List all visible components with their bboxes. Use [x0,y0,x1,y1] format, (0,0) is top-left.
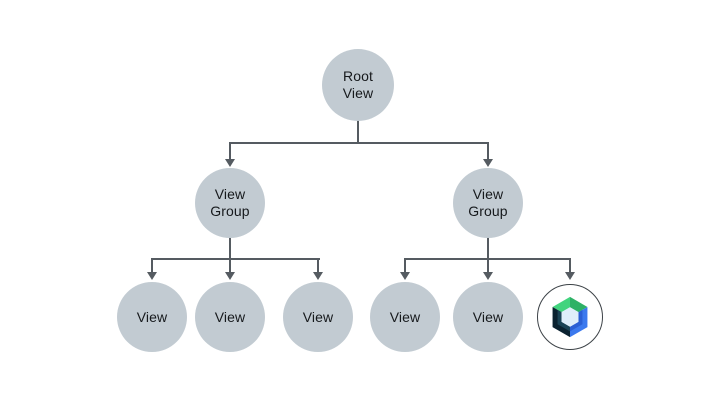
connector-line [228,141,232,160]
arrowhead-down-icon [482,271,493,280]
node-view-group-right: View Group [453,168,523,238]
node-root-view: Root View [322,49,394,121]
connector-line [228,257,232,273]
node-view-leaf: View [283,282,353,352]
jetpack-compose-icon [547,294,593,340]
node-jetpack-compose [537,284,603,350]
node-view-group-left: View Group [195,168,265,238]
arrowhead-down-icon [399,271,410,280]
arrowhead-down-icon [482,158,493,167]
arrowhead-down-icon [224,158,235,167]
connector-line [568,257,572,273]
connector-line [486,141,490,160]
node-view-leaf: View [453,282,523,352]
connector-line [486,257,490,273]
connector-line [150,257,320,261]
node-view-leaf: View [195,282,265,352]
connector-line [356,115,360,144]
arrowhead-down-icon [146,271,157,280]
connector-line [228,235,232,260]
arrowhead-down-icon [312,271,323,280]
connector-line [403,257,407,273]
node-view-leaf: View [117,282,187,352]
connector-line [486,235,490,260]
arrowhead-down-icon [564,271,575,280]
connector-line [150,257,154,273]
node-view-leaf: View [370,282,440,352]
arrowhead-down-icon [224,271,235,280]
connector-line [228,141,490,145]
connector-line [316,257,320,273]
